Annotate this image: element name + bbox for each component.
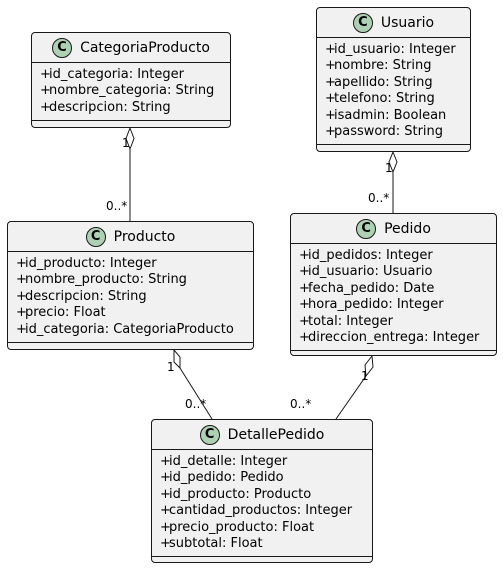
class-name: Producto — [113, 228, 176, 245]
attribute-item: +subtotal: Float — [160, 536, 263, 552]
class-name: Pedido — [384, 220, 431, 237]
class-usuario[interactable]: C Usuario +id_usuario: Integer +nombre: … — [316, 7, 471, 152]
attribute-item: +id_usuario: Usuario — [299, 264, 433, 280]
attribute-item: +precio: Float — [16, 305, 106, 321]
class-detalle-pedido[interactable]: C DetallePedido +id_detalle: Integer +id… — [151, 419, 373, 563]
attribute-item: +id_producto: Producto — [160, 486, 312, 502]
attribute-item: +nombre_producto: String — [16, 272, 187, 288]
attribute-item: +id_detalle: Integer — [160, 454, 288, 469]
class-header: C CategoriaProducto — [32, 33, 230, 63]
relation-from-mult: 1 — [122, 136, 130, 150]
public-visibility-icon: + — [16, 256, 27, 271]
aggregation-diamond-icon — [364, 354, 374, 378]
public-visibility-icon: + — [160, 536, 171, 552]
attribute-item: +descripcion: String — [16, 288, 147, 304]
public-visibility-icon: + — [325, 42, 336, 57]
public-visibility-icon: + — [160, 519, 171, 535]
method-list — [291, 351, 496, 358]
relation-to-mult: 0..* — [185, 397, 206, 411]
relation-pedido-detallepedido: 1 0..* — [290, 354, 374, 420]
method-list — [32, 121, 230, 128]
attribute-item: +id_usuario: Integer — [325, 42, 456, 57]
attribute-list: +id_producto: Integer +nombre_producto: … — [8, 252, 253, 344]
class-categoria-producto[interactable]: C CategoriaProducto +id_categoria: Integ… — [31, 32, 231, 128]
method-list — [317, 145, 470, 152]
attribute-list: +id_detalle: Integer +id_pedido: Pedido … — [152, 450, 372, 558]
aggregation-diamond-icon — [388, 150, 398, 174]
class-c-icon: C — [52, 37, 73, 58]
attribute-item: +nombre: String — [325, 58, 432, 74]
class-header: C DetallePedido — [152, 420, 372, 450]
relation-producto-detallepedido: 1 0..* — [167, 348, 213, 420]
attribute-item: +hora_pedido: Integer — [299, 297, 444, 313]
public-visibility-icon: + — [299, 248, 310, 263]
attribute-item: +precio_producto: Float — [160, 519, 315, 535]
relation-from-mult: 1 — [385, 161, 393, 175]
attribute-item: +id_pedidos: Integer — [299, 248, 433, 263]
attribute-item: +id_pedido: Pedido — [160, 470, 284, 486]
attribute-list: +id_usuario: Integer +nombre: String +ap… — [317, 38, 470, 146]
public-visibility-icon: + — [299, 280, 310, 296]
class-c-icon: C — [85, 226, 106, 247]
relation-to-mult: 0..* — [368, 191, 389, 205]
relation-to-mult: 0..* — [106, 199, 127, 213]
class-name: DetallePedido — [227, 426, 325, 443]
public-visibility-icon: + — [40, 83, 51, 99]
public-visibility-icon: + — [299, 297, 310, 313]
relation-from-mult: 1 — [361, 369, 369, 383]
public-visibility-icon: + — [40, 67, 51, 82]
public-visibility-icon: + — [325, 58, 336, 74]
attribute-item: +cantidad_productos: Integer — [160, 503, 353, 519]
public-visibility-icon: + — [160, 454, 171, 469]
relation-from-mult: 1 — [167, 360, 175, 374]
attribute-item: +telefono: String — [325, 91, 435, 107]
attribute-item: +isadmin: Boolean — [325, 107, 447, 123]
attribute-list: +id_pedidos: Integer +id_usuario: Usuari… — [291, 244, 496, 352]
public-visibility-icon: + — [299, 264, 310, 280]
attribute-item: +id_categoria: Integer — [40, 67, 184, 82]
class-name: Usuario — [380, 14, 435, 31]
attribute-item: +fecha_pedido: Date — [299, 280, 435, 296]
public-visibility-icon: + — [16, 288, 27, 304]
class-name: CategoriaProducto — [80, 39, 210, 56]
public-visibility-icon: + — [16, 305, 27, 321]
public-visibility-icon: + — [299, 313, 310, 329]
class-c-icon: C — [199, 424, 220, 445]
attribute-item: +nombre_categoria: String — [40, 83, 215, 99]
attribute-item: +id_categoria: CategoriaProducto — [16, 321, 234, 337]
aggregation-diamond-icon — [125, 126, 135, 151]
public-visibility-icon: + — [160, 503, 171, 519]
attribute-item: +apellido: String — [325, 74, 433, 90]
class-pedido[interactable]: C Pedido +id_pedidos: Integer +id_usuari… — [290, 213, 497, 356]
public-visibility-icon: + — [160, 470, 171, 486]
class-header: C Usuario — [317, 8, 470, 38]
public-visibility-icon: + — [16, 321, 27, 337]
attribute-item: +total: Integer — [299, 313, 394, 329]
class-c-icon: C — [356, 218, 377, 239]
public-visibility-icon: + — [325, 107, 336, 123]
attribute-list: +id_categoria: Integer +nombre_categoria… — [32, 63, 230, 122]
public-visibility-icon: + — [325, 74, 336, 90]
public-visibility-icon: + — [160, 486, 171, 502]
public-visibility-icon: + — [299, 330, 310, 346]
class-producto[interactable]: C Producto +id_producto: Integer +nombre… — [7, 221, 254, 350]
attribute-item: +id_producto: Integer — [16, 256, 157, 271]
class-header: C Pedido — [291, 214, 496, 244]
method-list — [152, 557, 372, 564]
public-visibility-icon: + — [325, 91, 336, 107]
public-visibility-icon: + — [16, 272, 27, 288]
class-header: C Producto — [8, 222, 253, 252]
relation-usuario-pedido: 1 0..* — [368, 150, 398, 213]
relation-to-mult: 0..* — [290, 397, 311, 411]
attribute-item: +direccion_entrega: Integer — [299, 330, 480, 346]
attribute-item: +descripcion: String — [40, 99, 171, 115]
class-c-icon: C — [352, 12, 373, 33]
method-list — [8, 343, 253, 350]
public-visibility-icon: + — [325, 124, 336, 140]
public-visibility-icon: + — [40, 99, 51, 115]
attribute-item: +password: String — [325, 124, 444, 140]
aggregation-diamond-icon — [173, 348, 181, 370]
relation-categoria-producto: 1 0..* — [106, 126, 135, 221]
